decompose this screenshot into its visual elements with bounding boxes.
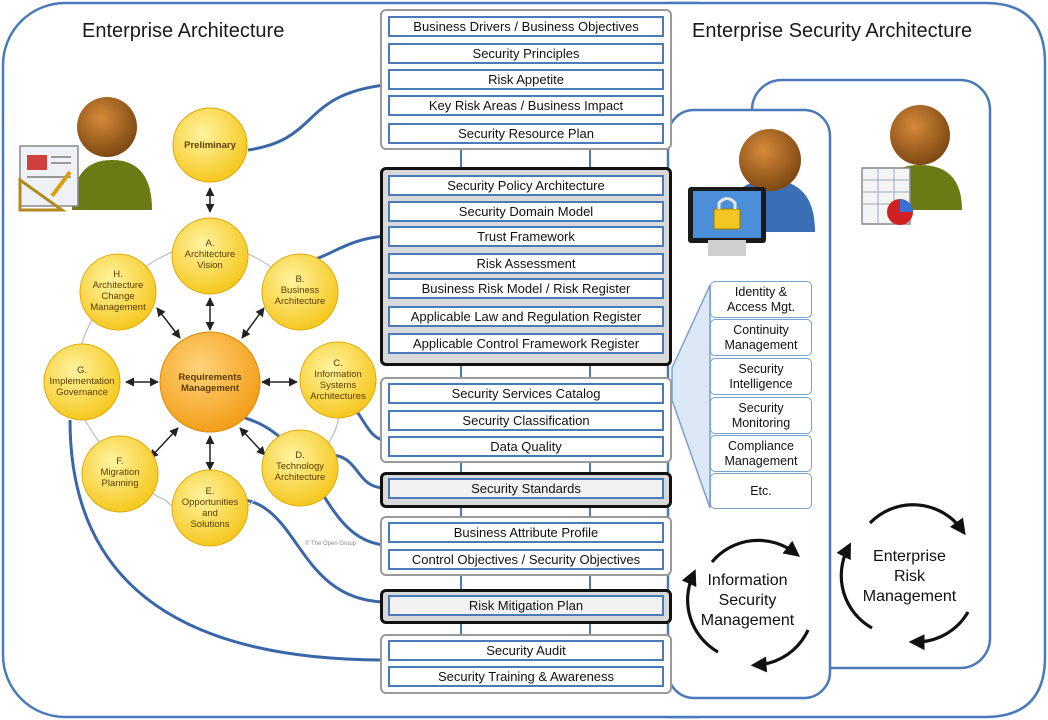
artifact-security-classification: Security Classification	[388, 410, 664, 431]
artifact-business-attribute-profile: Business Attribute Profile	[388, 522, 664, 543]
enterprise-architecture-title: Enterprise Architecture	[82, 20, 285, 42]
artifact-security-principles: Security Principles	[388, 43, 664, 64]
artifact-security-policy-architecture: Security Policy Architecture	[388, 175, 664, 196]
artifact-risk-assessment: Risk Assessment	[388, 253, 664, 274]
isms-cycle-arrows	[681, 538, 810, 673]
adm-arrows	[125, 187, 298, 471]
artifact-risk-mitigation-plan: Risk Mitigation Plan	[388, 595, 664, 616]
security-person-computer-lock-icon	[688, 129, 815, 256]
artifact-business-drivers: Business Drivers / Business Objectives	[388, 16, 664, 37]
artifact-security-resource-plan: Security Resource Plan	[388, 123, 664, 144]
artifact-security-standards: Security Standards	[388, 478, 664, 499]
function-funnel	[671, 284, 711, 509]
svg-text:Preliminary: Preliminary	[184, 140, 236, 151]
artifact-security-domain-model: Security Domain Model	[388, 201, 664, 222]
artifact-data-quality: Data Quality	[388, 436, 664, 457]
artifact-security-audit: Security Audit	[388, 640, 664, 661]
artifact-security-training: Security Training & Awareness	[388, 666, 664, 687]
artifact-trust-framework: Trust Framework	[388, 226, 664, 247]
artifact-risk-appetite: Risk Appetite	[388, 69, 664, 90]
adm-copyright: © The Open Group	[305, 540, 357, 547]
artifact-control-objectives: Control Objectives / Security Objectives	[388, 549, 664, 570]
architect-person-icon	[18, 97, 152, 212]
risk-person-spreadsheet-icon	[861, 105, 962, 225]
function-etc: Etc.	[710, 473, 812, 509]
artifact-control-framework-register: Applicable Control Framework Register	[388, 333, 664, 354]
enterprise-security-architecture-title: Enterprise Security Architecture	[692, 20, 973, 42]
artifact-law-regulation-register: Applicable Law and Regulation Register	[388, 306, 664, 327]
artifact-security-services-catalog: Security Services Catalog	[388, 383, 664, 404]
erm-cycle-arrows	[836, 503, 970, 651]
adm-node-preliminary: Preliminary	[172, 107, 248, 183]
function-identity-access: Identity &Access Mgt.	[710, 281, 812, 318]
artifact-business-risk-model: Business Risk Model / Risk Register	[388, 278, 664, 299]
artifact-key-risk-areas: Key Risk Areas / Business Impact	[388, 95, 664, 116]
